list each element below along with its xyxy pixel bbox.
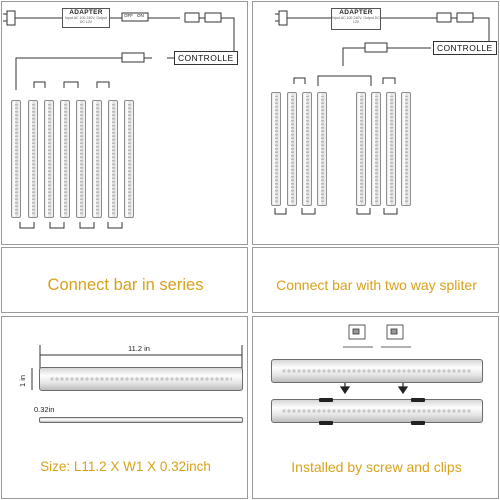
light-bar xyxy=(28,100,38,218)
splitter-caption-panel: Connect bar with two way spliter xyxy=(252,247,499,313)
light-bar xyxy=(44,100,54,218)
light-bar xyxy=(60,100,70,218)
splitter-caption: Connect bar with two way spliter xyxy=(276,277,477,293)
width-label: 1 in xyxy=(18,374,27,387)
mounting-clip xyxy=(319,398,333,402)
light-bar-side xyxy=(39,367,243,391)
adapter-box: ADAPTER Input AC 100-240V, Output DC 12V xyxy=(62,8,110,28)
splitter-wiring xyxy=(274,10,490,215)
led-strip xyxy=(282,365,472,377)
light-bar xyxy=(76,100,86,218)
mounting-clip xyxy=(319,421,333,425)
install-panel: Installed by screw and clips xyxy=(252,316,499,499)
install-bar-top xyxy=(271,359,483,383)
adapter-title: ADAPTER xyxy=(69,9,103,16)
adapter-title: ADAPTER xyxy=(339,9,373,16)
light-bar xyxy=(356,92,366,206)
switch-on-label: ON xyxy=(137,13,144,18)
light-bar xyxy=(92,100,102,218)
size-panel: 11.2 in 1 in 0.32in Size: L11.2 X W1 X 0… xyxy=(1,316,248,499)
series-diagram-panel: ADAPTER Input AC 100-240V, Output DC 12V… xyxy=(1,1,248,245)
controller-label: CONTROLLE xyxy=(433,41,497,55)
light-bar xyxy=(386,92,396,206)
light-bar xyxy=(302,92,312,206)
light-bar xyxy=(401,92,411,206)
splitter-diagram-panel: ADAPTER Input AC 100-240V, Output DC 12V… xyxy=(252,1,499,245)
light-bar xyxy=(371,92,381,206)
clip-icons xyxy=(339,324,411,395)
controller-label: CONTROLLE xyxy=(174,51,238,65)
series-caption: Connect bar in series xyxy=(47,276,204,294)
length-label: 11.2 in xyxy=(128,344,150,353)
switch-off-label: OFF xyxy=(124,13,133,18)
led-strip xyxy=(282,405,472,417)
mounting-clip xyxy=(411,421,425,425)
adapter-box: ADAPTER Input AC 100-240V, Output DC 12V xyxy=(331,8,381,30)
install-caption: Installed by screw and clips xyxy=(291,459,462,475)
dimension-lines xyxy=(31,345,243,390)
light-bar xyxy=(271,92,281,206)
adapter-spec: Input AC 100-240V, Output DC 12V xyxy=(332,16,380,24)
adapter-spec: Input AC 100-240V, Output DC 12V xyxy=(65,16,107,24)
light-bar-profile xyxy=(39,417,243,423)
light-bar xyxy=(11,100,21,218)
light-bar xyxy=(124,100,134,218)
install-bar-bottom xyxy=(271,399,483,423)
thickness-label: 0.32in xyxy=(34,405,55,414)
size-caption: Size: L11.2 X W1 X 0.32inch xyxy=(40,459,211,474)
light-bar xyxy=(317,92,327,206)
mounting-clip xyxy=(411,398,425,402)
light-bar xyxy=(108,100,118,218)
light-bar xyxy=(287,92,297,206)
series-caption-panel: Connect bar in series xyxy=(1,247,248,313)
led-strip xyxy=(50,373,232,385)
